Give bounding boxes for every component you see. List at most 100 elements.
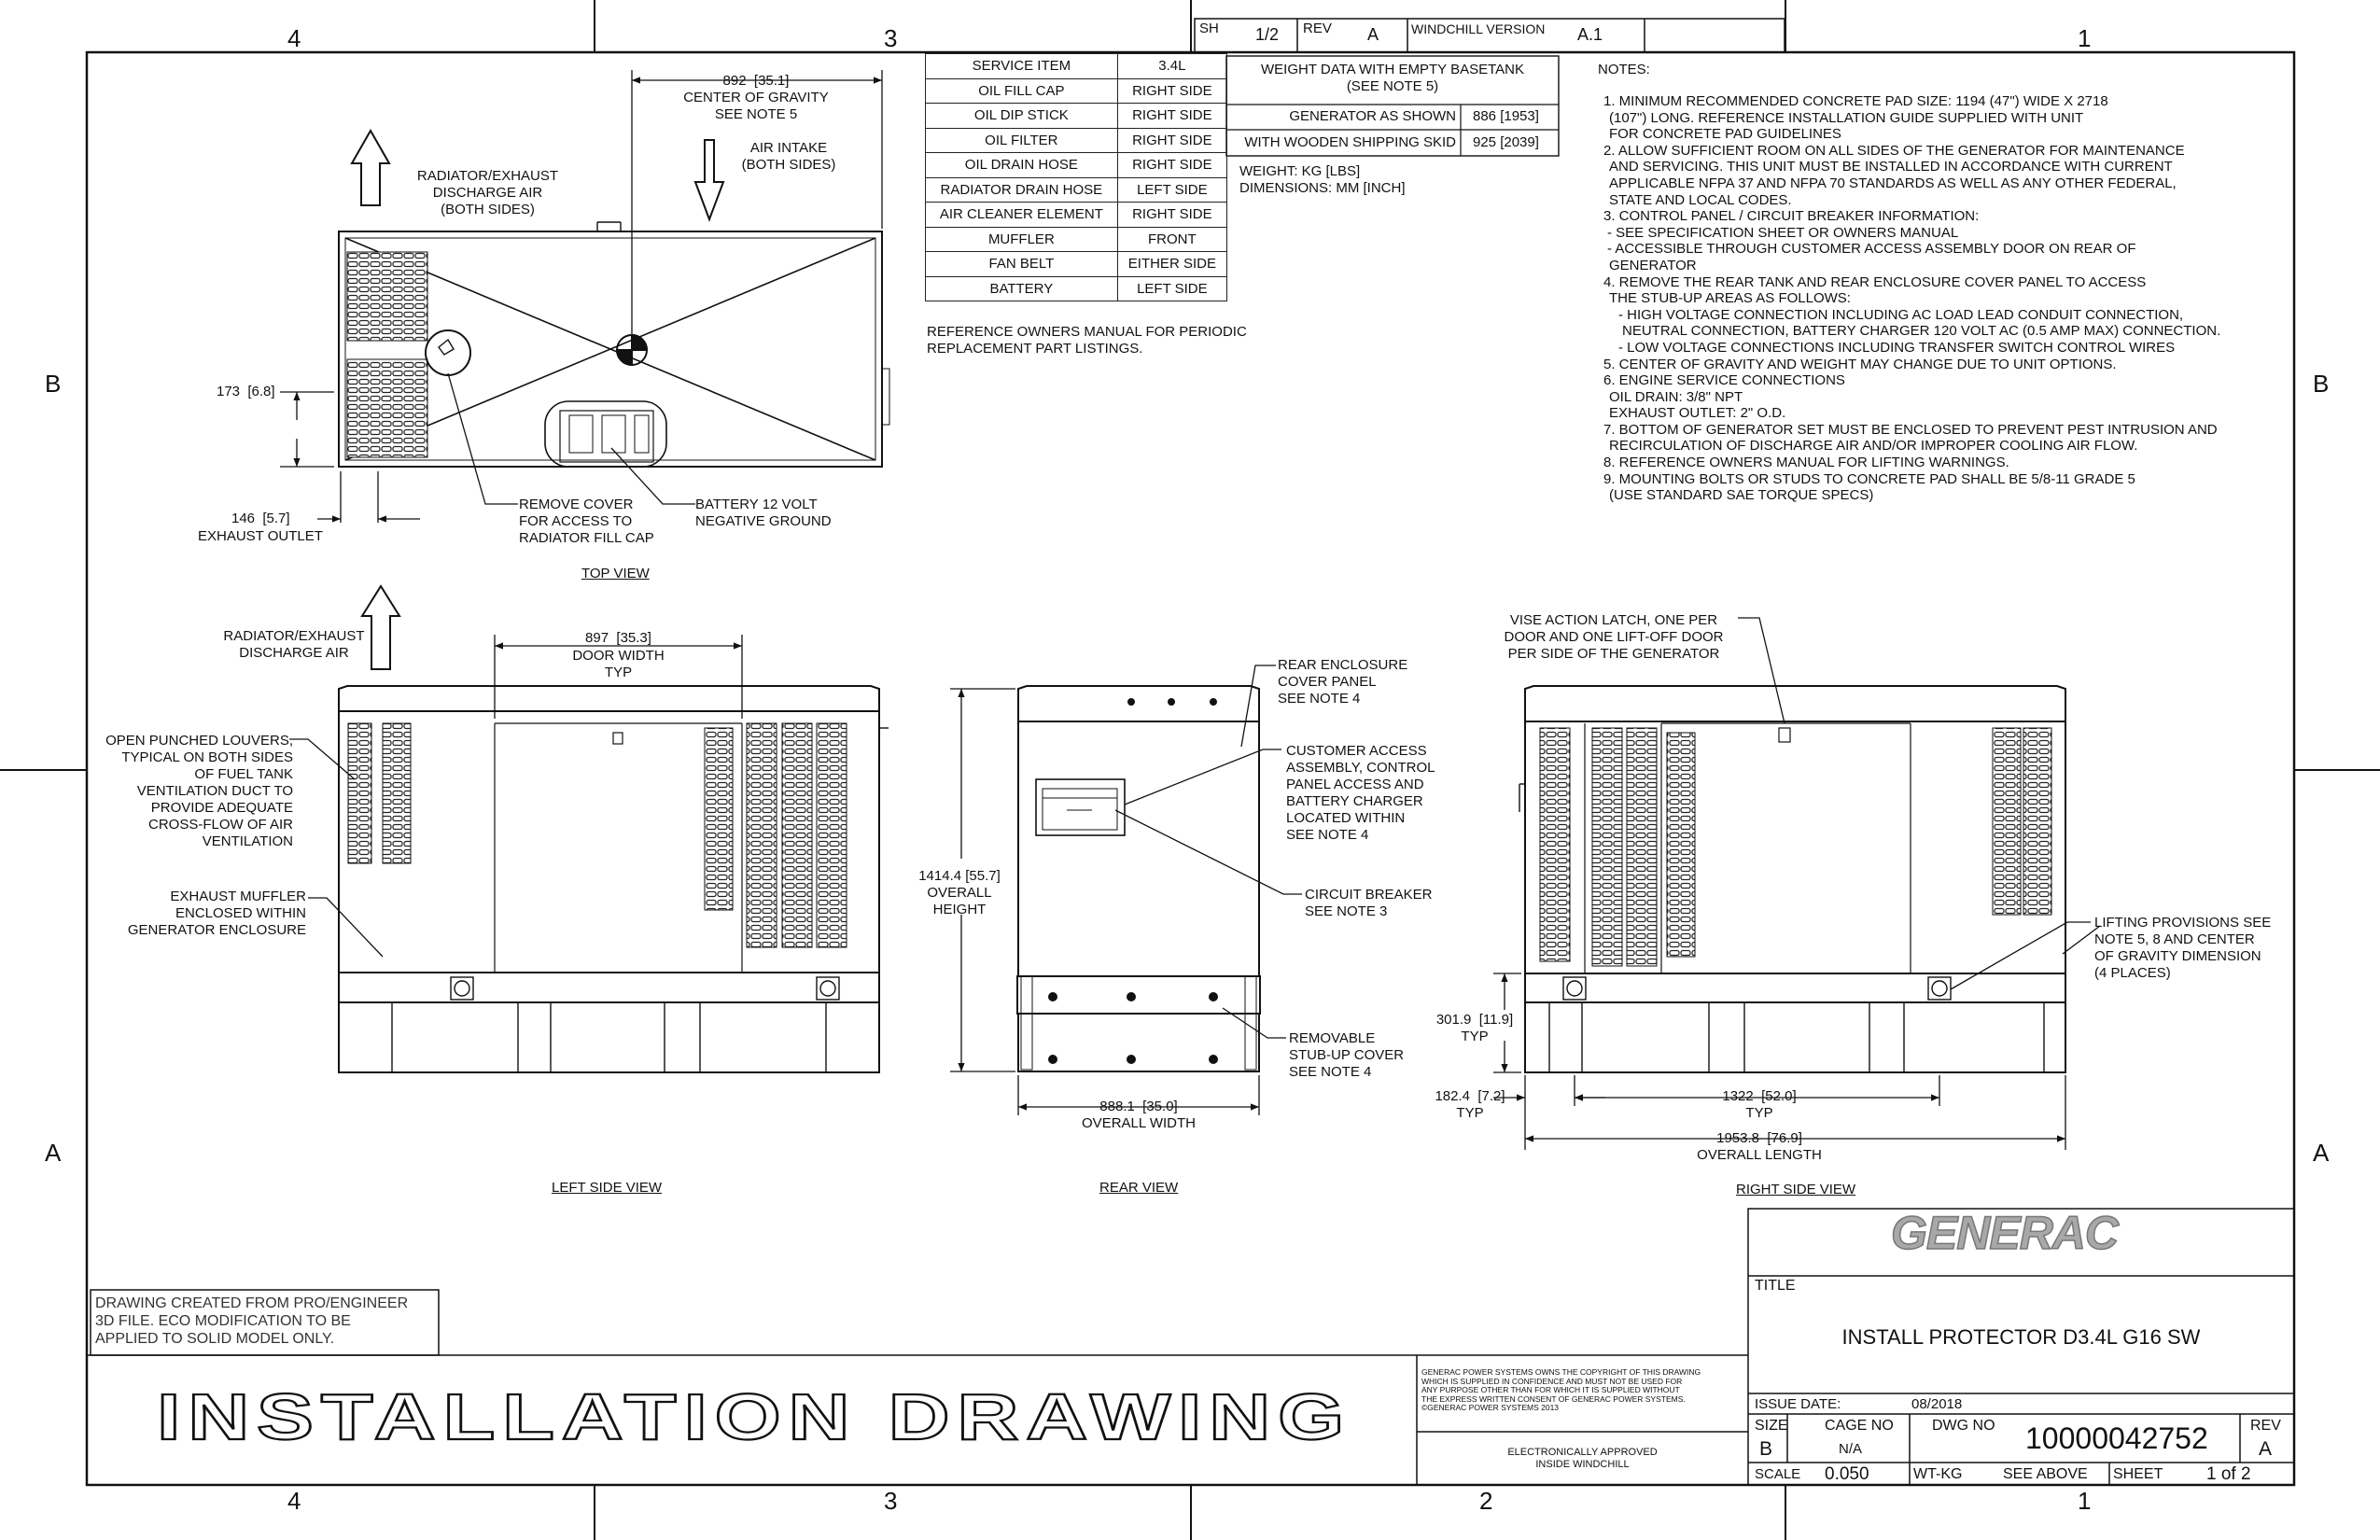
rear-view-drawing [1016,685,1261,1072]
size-label: SIZE [1755,1418,1788,1434]
rear-dim-width: 888.1 [35.0] [1099,1099,1178,1114]
zone-left-a: A [45,1139,62,1167]
big-title: INSTALLATION DRAWING [157,1380,1351,1453]
weight-row-2-label: WITH WOODEN SHIPPING SKID [1244,134,1456,150]
rev-label: REV [1303,21,1332,36]
zone-bottom-1: 1 [2078,1487,2092,1515]
zone-bottom-3: 3 [884,1487,898,1515]
left-door-label: DOOR WIDTH TYP [572,648,665,680]
left-view-label: LEFT SIDE VIEW [552,1180,663,1196]
weight-row-1-value: 886 [1953] [1473,108,1539,124]
sh-value: 1/2 [1255,25,1280,44]
zone-top-1: 1 [2078,24,2092,52]
service-location-cell: RIGHT SIDE [1116,103,1228,129]
proe-note: DRAWING CREATED FROM PRO/ENGINEER 3D FIL… [95,1295,409,1347]
top-battery: BATTERY 12 VOLT NEGATIVE GROUND [695,497,832,529]
top-view-dimension-lines [280,70,883,523]
service-item-cell: SERVICE ITEM [925,53,1118,79]
right-view-label: RIGHT SIDE VIEW [1736,1182,1856,1197]
note-line: - LOW VOLTAGE CONNECTIONS INCLUDING TRAN… [1618,339,2176,356]
service-reference-note: REFERENCE OWNERS MANUAL FOR PERIODIC REP… [927,324,1247,357]
notes-list: 1. MINIMUM RECOMMENDED CONCRETE PAD SIZE… [1596,93,2220,504]
zone-right-b: B [2313,370,2330,398]
service-item-cell: OIL FILL CAP [925,77,1118,104]
service-item-cell: FAN BELT [925,251,1118,277]
note-line: 5. CENTER OF GRAVITY AND WEIGHT MAY CHAN… [1603,356,2117,372]
rev-block-value: A [2259,1438,2273,1460]
note-line: 3. CONTROL PANEL / CIRCUIT BREAKER INFOR… [1603,208,1980,225]
top-exhaust-outlet: EXHAUST OUTLET [198,528,323,544]
top-dim-146: 146 [5.7] [231,511,290,526]
windchill-value: A.1 [1577,25,1603,44]
note-line: (USE STANDARD SAE TORQUE SPECS) [1609,487,1874,504]
top-view-drawing [338,221,890,468]
note-line: (107") LONG. REFERENCE INSTALLATION GUID… [1609,109,2084,126]
size-value: B [1759,1438,1773,1460]
service-location-cell: EITHER SIDE [1116,251,1228,277]
note-line: AND SERVICING. THIS UNIT MUST BE INSTALL… [1609,159,2173,175]
service-location-cell: RIGHT SIDE [1116,77,1228,104]
sheet-label: SHEET [2113,1466,2163,1482]
notes-heading: NOTES: [1598,62,1650,77]
right-dim-1824: 182.4 [7.2] TYP [1435,1088,1505,1121]
note-line: FOR CONCRETE PAD GUIDELINES [1609,126,1841,143]
top-view-label: TOP VIEW [581,566,650,581]
right-view-dimension-lines [1493,617,2101,1150]
cage-label: CAGE NO [1825,1418,1894,1434]
left-side-view-drawing [338,685,889,1073]
rev-block-label: REV [2250,1418,2281,1434]
weight-table-title: WEIGHT DATA WITH EMPTY BASETANK (SEE NOT… [1261,62,1524,94]
service-location-cell: RIGHT SIDE [1116,152,1228,178]
rear-width-label: OVERALL WIDTH [1082,1115,1196,1131]
note-line: 8. REFERENCE OWNERS MANUAL FOR LIFTING W… [1603,455,2009,471]
top-view-airflow-arrows [350,128,725,222]
service-item-cell: OIL FILTER [925,127,1118,153]
zone-top-3: 3 [884,24,898,52]
right-dim-length: 1953.8 [76.9] [1716,1130,1802,1146]
service-item-cell: MUFFLER [925,226,1118,252]
note-line: - ACCESSIBLE THROUGH CUSTOMER ACCESS ASS… [1607,241,2136,258]
right-dim-1322: 1322 [52.0] TYP [1722,1088,1797,1121]
note-line: STATE AND LOCAL CODES. [1609,191,1792,208]
service-location-cell: 3.4L [1116,53,1228,79]
dwg-value: 10000042752 [2025,1421,2208,1455]
wt-label: WT-KG [1913,1466,1963,1482]
dwg-label: DWG NO [1932,1418,1995,1434]
weight-row-2-value: 925 [2039] [1473,134,1539,150]
service-location-cell: LEFT SIDE [1116,176,1228,203]
note-line: APPLICABLE NFPA 37 AND NFPA 70 STANDARDS… [1609,175,2177,191]
zone-top-4: 4 [287,24,301,52]
rev-value: A [1367,25,1379,44]
note-line: 7. BOTTOM OF GENERATOR SET MUST BE ENCLO… [1603,421,2218,438]
service-location-cell: RIGHT SIDE [1116,202,1228,228]
wt-value: SEE ABOVE [2003,1466,2088,1482]
left-view-airflow-arrow [360,584,401,670]
rear-circuit-breaker: CIRCUIT BREAKER SEE NOTE 3 [1305,887,1433,919]
right-latch: VISE ACTION LATCH, ONE PER DOOR AND ONE … [1504,612,1724,662]
rear-customer-access: CUSTOMER ACCESS ASSEMBLY, CONTROL PANEL … [1286,743,1435,843]
sh-label: SH [1199,21,1219,36]
zone-left-b: B [45,370,62,398]
rear-stubup-cover: REMOVABLE STUB-UP COVER SEE NOTE 4 [1289,1030,1405,1080]
right-length-label: OVERALL LENGTH [1697,1147,1822,1163]
issue-label: ISSUE DATE: [1755,1396,1841,1412]
top-dim-cg: 892 [35.1] [722,73,790,89]
header-block-lines [1194,18,1785,53]
note-line: - HIGH VOLTAGE CONNECTION INCLUDING AC L… [1618,306,2184,323]
copyright-notice: GENERAC POWER SYSTEMS OWNS THE COPYRIGHT… [1421,1367,1701,1412]
zone-bottom-4: 4 [287,1487,301,1515]
service-item-cell: RADIATOR DRAIN HOSE [925,176,1118,203]
top-cg-label: CENTER OF GRAVITY SEE NOTE 5 [683,90,829,122]
right-side-view-drawing [1519,685,2066,1073]
top-radiator-exhaust: RADIATOR/EXHAUST DISCHARGE AIR (BOTH SID… [416,168,559,217]
windchill-label: WINDCHILL VERSION [1411,21,1546,36]
